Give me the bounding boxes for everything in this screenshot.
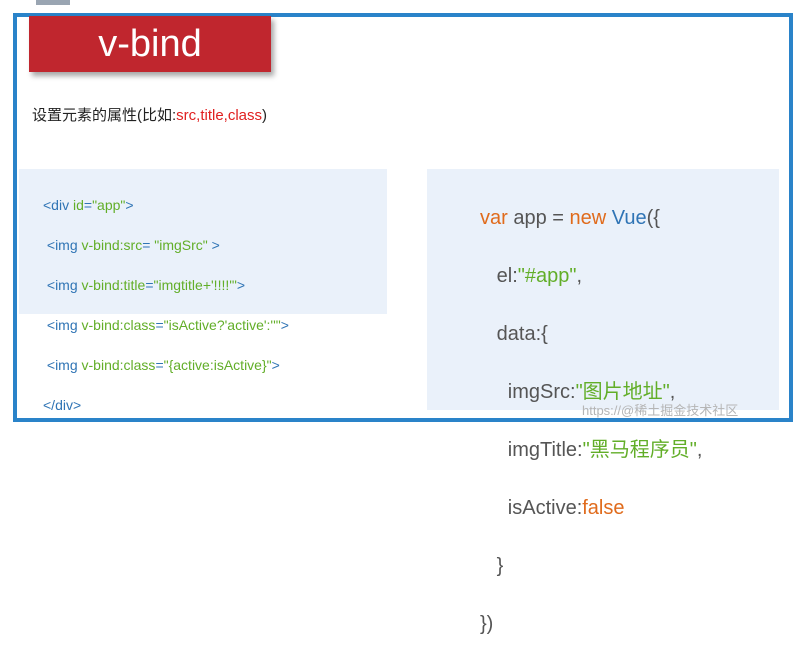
subtitle-prefix: 设置元素的属性(比如: — [32, 107, 177, 124]
code-string: "黑马程序员" — [582, 439, 697, 461]
watermark: https://@稀土掘金技术社区 — [582, 403, 739, 418]
code-value: "imgtitle+'!!!!'" — [153, 277, 237, 293]
code-tag: <img — [43, 277, 82, 293]
code-line: imgTitle:"黑马程序员", — [480, 436, 703, 465]
code-line: data:{ — [480, 320, 702, 349]
code-eq: = — [142, 237, 155, 253]
code-attr: v-bind:class — [81, 357, 156, 373]
code-tag-close: > — [207, 237, 220, 253]
code-line: isActive:false — [480, 494, 702, 523]
code-eq: = — [155, 317, 164, 333]
code-value: "app" — [92, 197, 126, 213]
code-line: </div> — [43, 395, 289, 415]
code-value: "isActive?'active':''" — [163, 317, 281, 333]
code-prop: imgTitle: — [480, 439, 583, 461]
code-value: "imgSrc" — [154, 237, 208, 253]
code-text: , — [696, 439, 703, 461]
code-text: ({ — [646, 207, 660, 229]
code-value: "{active:isActive}" — [163, 357, 272, 373]
code-text: app = — [507, 207, 570, 229]
code-line: <div id="app"> — [43, 195, 289, 215]
code-keyword: var — [480, 207, 508, 229]
code-line: } — [480, 552, 702, 581]
html-code-panel — [19, 169, 387, 314]
code-string: "图片地址" — [575, 381, 670, 403]
top-decoration — [36, 0, 70, 5]
subtitle-suffix: ) — [262, 107, 268, 124]
code-line: <img v-bind:title="imgtitle+'!!!!'"> — [43, 275, 289, 295]
code-tag-close: > — [236, 277, 246, 293]
code-line: var app = new Vue({ — [480, 204, 702, 233]
code-text: , — [669, 381, 676, 403]
js-code-block: var app = new Vue({ el:"#app", data:{ im… — [480, 175, 702, 668]
code-class-name: Vue — [606, 207, 647, 229]
code-keyword: false — [582, 497, 625, 519]
code-tag: <div — [43, 197, 73, 213]
subtitle-highlight: src,title,class — [176, 107, 263, 124]
code-attr: v-bind:src — [81, 237, 143, 253]
slide-title: v-bind — [29, 16, 271, 72]
code-eq: = — [155, 357, 164, 373]
code-prop: el: — [480, 265, 518, 287]
code-keyword: new — [569, 207, 607, 229]
code-eq: = — [83, 197, 93, 213]
code-tag-close: > — [271, 357, 280, 373]
code-tag-close: > — [125, 197, 134, 213]
code-line: el:"#app", — [480, 262, 702, 291]
code-attr: v-bind:title — [81, 277, 146, 293]
code-prop: isActive: — [480, 497, 583, 519]
code-tag: </div> — [43, 397, 82, 413]
code-eq: = — [145, 277, 154, 293]
code-string: "#app" — [517, 265, 577, 287]
slide-subtitle: 设置元素的属性(比如:src,title,class) — [32, 104, 267, 125]
code-line: }) — [480, 610, 702, 639]
code-text: } — [480, 555, 504, 577]
code-tag-close: > — [280, 317, 289, 333]
code-prop: data:{ — [480, 323, 548, 345]
code-line: <img v-bind:src= "imgSrc" > — [43, 235, 289, 255]
code-attr: id — [72, 197, 84, 213]
code-tag: <img — [43, 357, 82, 373]
code-line: <img v-bind:class="isActive?'active':''"… — [43, 315, 289, 335]
code-line: <img v-bind:class="{active:isActive}"> — [43, 355, 289, 375]
js-code-panel — [427, 169, 779, 410]
code-prop: imgSrc: — [480, 381, 576, 403]
code-tag: <img — [43, 237, 82, 253]
code-attr: v-bind:class — [81, 317, 156, 333]
code-text: }) — [480, 613, 494, 635]
code-tag: <img — [43, 317, 82, 333]
html-code-block: <div id="app"> <img v-bind:src= "imgSrc"… — [43, 175, 289, 435]
code-text: , — [576, 265, 583, 287]
code-line: imgSrc:"图片地址", — [480, 378, 702, 407]
